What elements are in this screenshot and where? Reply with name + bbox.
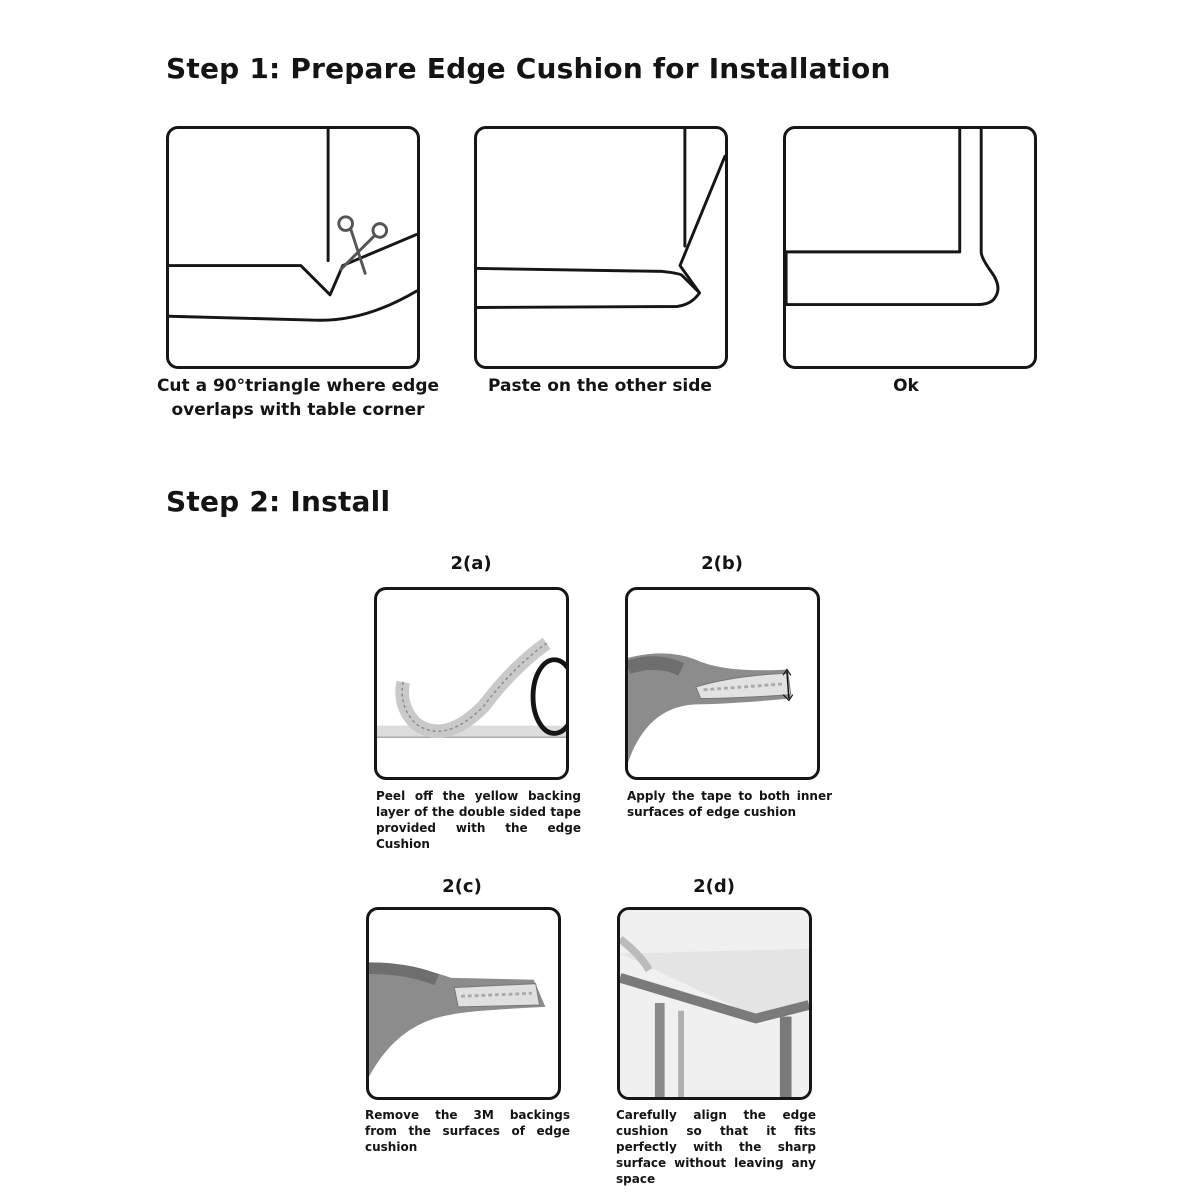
step1-ok-panel (783, 126, 1037, 369)
step2a-label: 2(a) (450, 553, 492, 574)
step2c-label: 2(c) (442, 876, 482, 897)
finished-corner-illustration (786, 129, 1000, 307)
cut-triangle-illustration (169, 129, 417, 322)
step2b-caption: Apply the tape to both inner surfaces of… (627, 789, 832, 819)
step1-paste-panel (474, 126, 728, 369)
paste-illustration (477, 129, 725, 309)
apply-tape-photo (628, 653, 794, 763)
step2c-caption: Remove the 3M backings from the surfaces… (365, 1108, 570, 1154)
align-cushion-photo (620, 910, 809, 1097)
step1-paste-caption: Paste on the other side (488, 376, 712, 396)
remove-backing-photo (369, 962, 546, 1077)
cut-caption-line2: overlaps with table corner (171, 400, 425, 420)
step2d-caption: Carefully align the edge cushion so that… (616, 1108, 816, 1186)
step2-heading: Step 2: Install (166, 485, 391, 518)
step2b-image (625, 587, 820, 780)
scissors-icon (337, 215, 389, 275)
step2d-label: 2(d) (693, 876, 735, 897)
step2b-label: 2(b) (701, 553, 743, 574)
step1-ok-caption: Ok (893, 376, 919, 396)
step1-cut-panel (166, 126, 420, 369)
step1-heading: Step 1: Prepare Edge Cushion for Install… (166, 52, 891, 85)
step2a-image (374, 587, 569, 780)
step2a-caption: Peel off the yellow backing layer of the… (376, 789, 581, 851)
step1-cut-caption: Cut a 90°triangle where edge overlaps wi… (138, 374, 458, 422)
peel-tape-photo (377, 637, 566, 739)
cut-caption-line1: Cut a 90°triangle where edge (156, 376, 440, 396)
step2c-image (366, 907, 561, 1100)
step2d-image (617, 907, 812, 1100)
